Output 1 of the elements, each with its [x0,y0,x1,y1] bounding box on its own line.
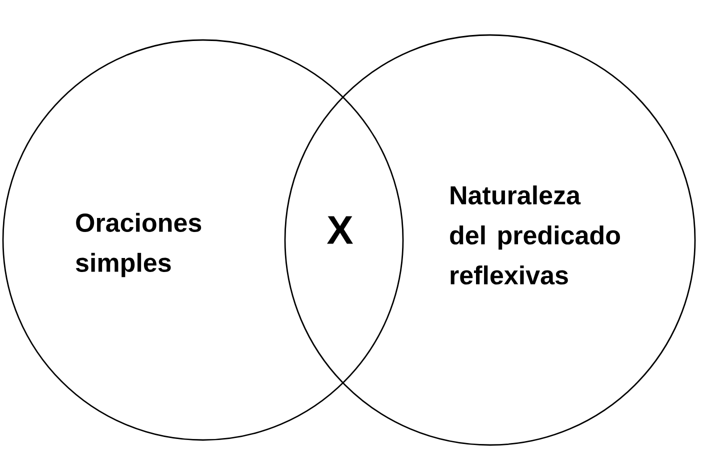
intersection-label: X [327,216,353,244]
